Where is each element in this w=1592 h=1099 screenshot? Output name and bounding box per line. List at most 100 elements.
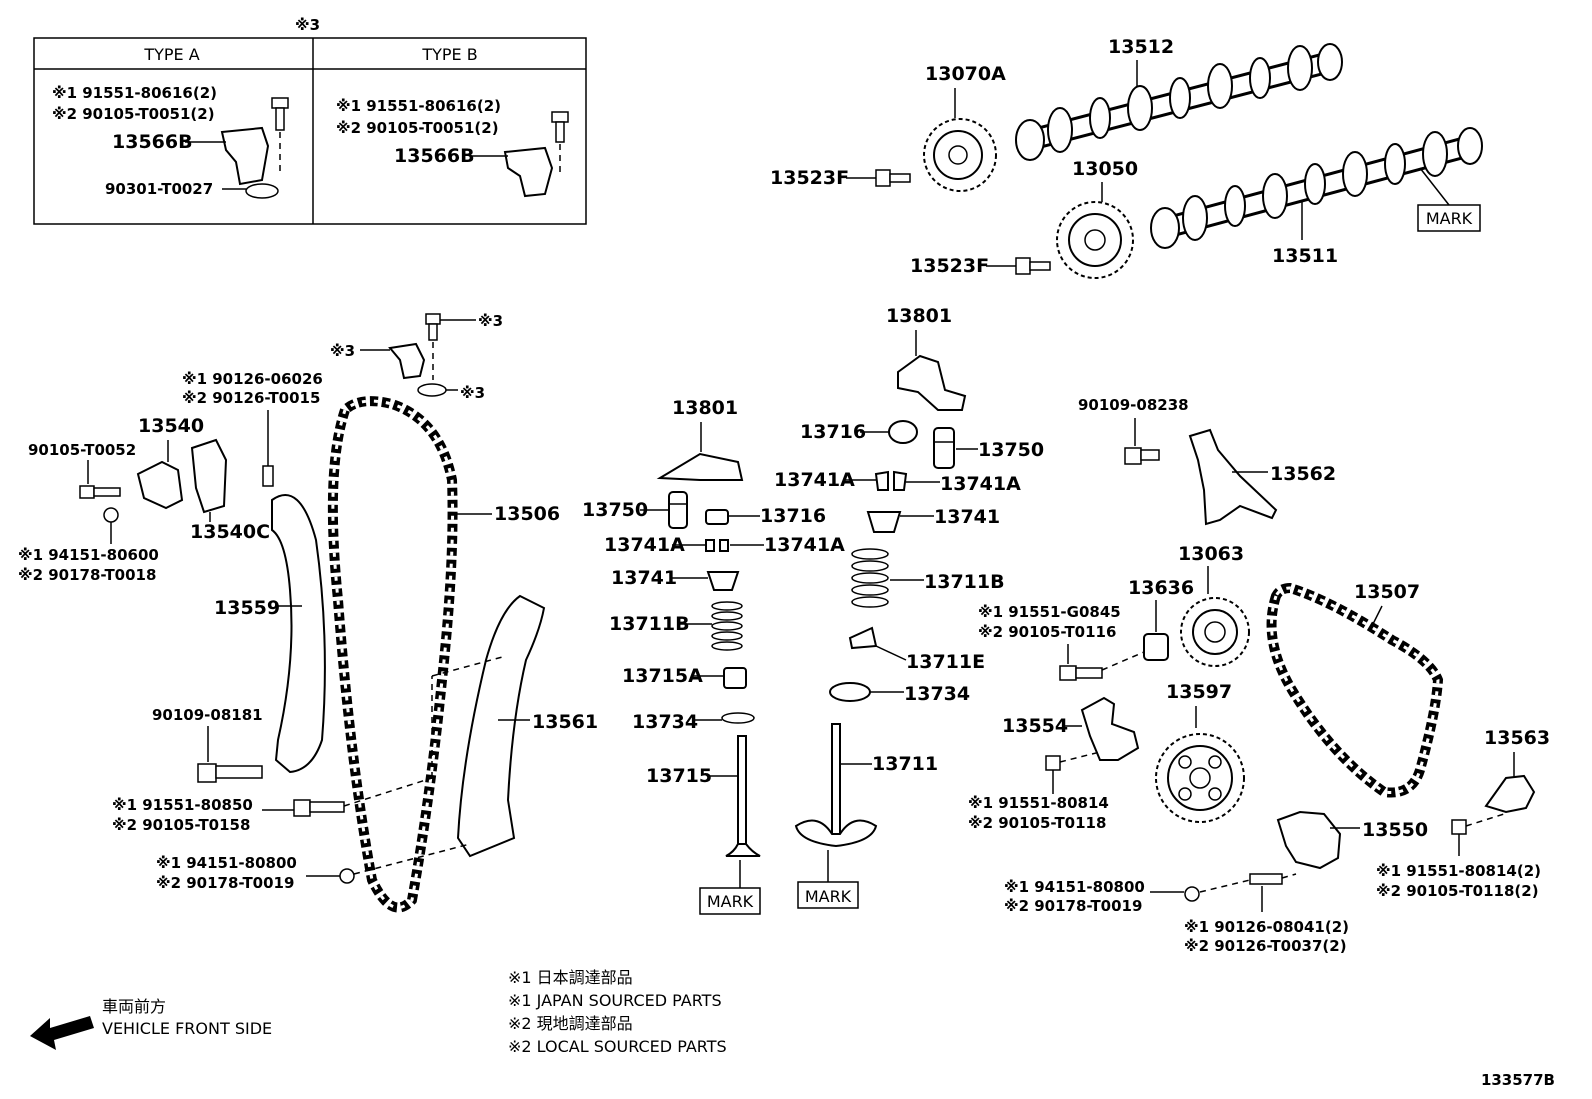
valve-13711-icon: [794, 723, 878, 848]
type-b-bolt-icon: [551, 111, 569, 143]
retainer-a-icon: [866, 511, 902, 533]
direction-jp: 車両前方: [102, 997, 166, 1016]
rocker-arm-a-icon: [897, 354, 967, 411]
vvt-sprocket-exhaust-icon: [923, 118, 997, 192]
label-13512: 13512: [1108, 36, 1174, 58]
spring-a-icon: [851, 548, 889, 608]
seal-a-icon: [848, 626, 878, 650]
ref-08041-1: ※1 90126-08041(2): [1184, 918, 1349, 936]
direction-indicator: 車両前方 VEHICLE FRONT SIDE: [30, 997, 272, 1050]
bolt-s3-icon: [425, 313, 441, 341]
type-a-bolt-icon: [271, 97, 289, 131]
secondary-chain-group: 90109-08238 13562 13063 13636 ※1 91551-G…: [968, 396, 1550, 955]
camshaft-13512-icon: [1015, 43, 1343, 161]
label-13741-a: 13741: [934, 506, 1000, 528]
label-s3-washer: ※3: [460, 384, 485, 402]
bolt-13523F-a-icon: [875, 169, 911, 187]
tensioner-arm-13554-icon: [1080, 696, 1140, 761]
label-13562: 13562: [1270, 463, 1336, 485]
plate-13563-icon: [1484, 774, 1536, 814]
bolt-91551-80814-2-icon: [1451, 819, 1467, 835]
timing-chain-13506-icon: [327, 396, 458, 913]
label-s3-bolt: ※3: [478, 312, 503, 330]
keeper-a1-icon: [874, 470, 889, 491]
label-13070A: 13070A: [925, 63, 1006, 85]
type-b-bracket-icon: [503, 146, 554, 198]
washer-b-icon: [721, 712, 755, 724]
ref-08041-2: ※2 90126-T0037(2): [1184, 937, 1347, 955]
valvetrain-left: 13801 13750 13716 13741A 13741A 13741 13…: [582, 397, 845, 915]
type-b-ref1: ※1 91551-80616(2): [336, 97, 501, 115]
chain-slipper-13559-icon: [271, 494, 326, 774]
label-13597: 13597: [1166, 681, 1232, 703]
label-90109-08238: 90109-08238: [1078, 396, 1189, 414]
label-90105-T0052: 90105-T0052: [28, 441, 136, 459]
label-13741-b: 13741: [611, 567, 677, 589]
label-13050: 13050: [1072, 158, 1138, 180]
keeper-b2-icon: [719, 539, 729, 552]
label-90109-08181: 90109-08181: [152, 706, 263, 724]
label-13523F-b: 13523F: [910, 255, 989, 277]
label-13741A-c: 13741A: [604, 534, 685, 556]
front-arrow-icon: [30, 1016, 94, 1050]
bolt-91551-G0845-icon: [1059, 665, 1103, 681]
ref-90126-a1: ※1 90126-06026: [182, 370, 323, 388]
label-13711B-a: 13711B: [924, 571, 1005, 593]
label-13716-a: 13716: [800, 421, 866, 443]
type-a-ref2: ※2 90105-T0051(2): [52, 105, 215, 123]
rocker-arm-b-icon: [656, 452, 744, 481]
bolt-91551-80814-icon: [1045, 755, 1061, 771]
type-a-bracket-label: 13566B: [112, 131, 193, 153]
label-13741A-b: 13741A: [940, 473, 1021, 495]
primary-chain-group: ※3 ※3 ※3 ※1 90126-06026 ※2 90126-T0015 1…: [18, 312, 598, 913]
nut-94151-b-icon: [339, 868, 355, 884]
nut-94151-a-icon: [103, 507, 119, 523]
label-13716-b: 13716: [760, 505, 826, 527]
keeper-b1-icon: [705, 539, 715, 552]
label-13540C: 13540C: [190, 521, 270, 543]
inset-frame: [33, 37, 587, 225]
type-a-washer-icon: [245, 183, 279, 199]
footnotes: ※1 日本調達部品 ※1 JAPAN SOURCED PARTS ※2 現地調達…: [508, 968, 727, 1056]
label-13715: 13715: [646, 765, 712, 787]
lash-adjuster-a-icon: [933, 427, 955, 469]
bolt-13523F-b-icon: [1015, 257, 1051, 275]
tensioner-13550-icon: [1276, 810, 1342, 870]
lash-pad-a-icon: [888, 420, 918, 444]
tensioner-13540-icon: [136, 460, 184, 510]
washer-s3-icon: [417, 383, 447, 397]
label-13734-a: 13734: [904, 683, 970, 705]
chain-damper-13561-icon: [456, 594, 546, 858]
ref-90126-a2: ※2 90126-T0015: [182, 389, 320, 407]
note-2-jp: ※2 現地調達部品: [508, 1014, 633, 1033]
ref-94151-c1: ※1 94151-80800: [1004, 878, 1145, 896]
ref-94151-b1: ※1 94151-80800: [156, 854, 297, 872]
inset-type-table: ※3 TYPE A TYPE B ※1 91551-80616(2) ※2 90…: [33, 16, 587, 225]
bolt-90109-08181-icon: [197, 763, 263, 783]
note-1-en: ※1 JAPAN SOURCED PARTS: [508, 991, 722, 1010]
type-a-washer-label: 90301-T0027: [105, 180, 213, 198]
label-13507: 13507: [1354, 581, 1420, 603]
mark-cam: MARK: [1426, 209, 1473, 228]
label-13063: 13063: [1178, 543, 1244, 565]
vvt-sprocket-intake-icon: [1056, 201, 1134, 279]
ref-91551-a2: ※2 90105-T0158: [112, 816, 250, 834]
type-a-header: TYPE A: [143, 45, 199, 64]
label-13711: 13711: [872, 753, 938, 775]
label-13741A-a: 13741A: [774, 469, 855, 491]
label-13750-b: 13750: [582, 499, 648, 521]
label-13554: 13554: [1002, 715, 1068, 737]
label-13636: 13636: [1128, 577, 1194, 599]
note-2-en: ※2 LOCAL SOURCED PARTS: [508, 1037, 727, 1056]
inset-note-marker: ※3: [295, 16, 320, 34]
washer-a-icon: [829, 682, 871, 702]
stud-90126-icon: [262, 465, 274, 487]
label-13801-a: 13801: [886, 305, 952, 327]
ref-g0845-2: ※2 90105-T0116: [978, 623, 1116, 641]
label-13711B-b: 13711B: [609, 613, 690, 635]
label-13559: 13559: [214, 597, 280, 619]
label-13750-a: 13750: [978, 439, 1044, 461]
bracket-s3-icon: [388, 342, 426, 380]
label-13511: 13511: [1272, 245, 1338, 267]
ref-94151-c2: ※2 90178-T0019: [1004, 897, 1142, 915]
